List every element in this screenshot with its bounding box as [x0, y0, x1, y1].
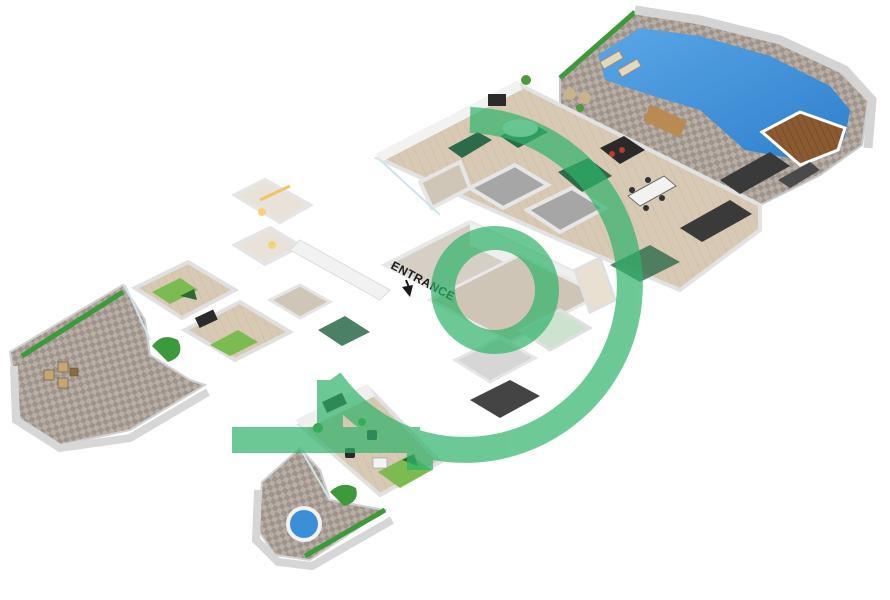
brand-watermark-icon [232, 107, 643, 470]
outdoor-dining-set [564, 88, 687, 138]
bed-icon [152, 278, 198, 304]
front-balcony [251, 446, 394, 571]
left-terrace [8, 283, 211, 453]
planter [152, 337, 181, 362]
kitchen-counter [470, 380, 540, 418]
sun-loungers [599, 50, 642, 78]
glass-railings [124, 157, 441, 501]
planter [330, 484, 357, 506]
left-wing [130, 177, 391, 363]
pool-terrace [521, 5, 877, 207]
kitchen-island [680, 152, 820, 242]
pool-deck [759, 110, 847, 167]
outdoor-seating [43, 361, 79, 389]
planter-strip [303, 507, 387, 559]
jacuzzi-icon [286, 506, 322, 542]
planter-strip [20, 289, 125, 359]
entrance-arrow-icon [402, 285, 413, 297]
tv-icon [488, 94, 506, 106]
stair-core [417, 159, 610, 235]
plant-icon [521, 75, 584, 112]
bed-icon [210, 330, 258, 356]
dining-table [627, 175, 677, 211]
tv-icon [194, 309, 218, 328]
